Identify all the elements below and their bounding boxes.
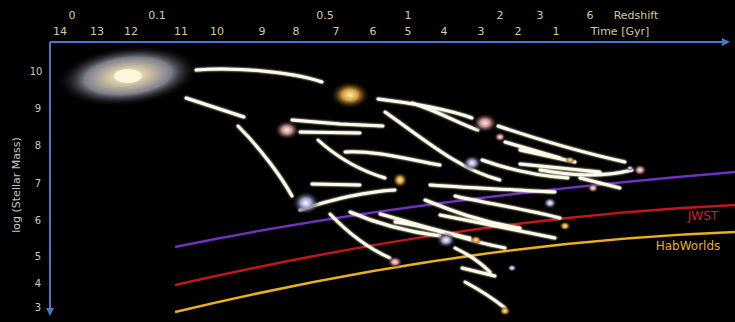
redshift-tick: 2 [497,10,504,21]
redshift-tick: 1 [405,10,412,21]
axis-title: Redshift [614,10,659,21]
time-tick: 11 [174,26,188,37]
time-tick: 2 [515,26,522,37]
axis-title: Time [Gyr] [591,26,650,37]
mass-tick: 9 [35,104,41,114]
mass-tick: 3 [35,303,41,313]
mass-tick: 4 [35,279,41,289]
redshift-tick: 6 [587,10,594,21]
time-tick: 14 [53,26,67,37]
mass-tick: 7 [35,179,41,189]
mass-tick: 6 [35,216,41,226]
time-tick: 13 [90,26,104,37]
mass-tick: 5 [35,252,41,262]
time-tick: 12 [124,26,138,37]
redshift-tick: 0 [69,10,76,21]
time-tick: 8 [293,26,300,37]
mass-tick: 10 [30,67,43,77]
time-tick: 6 [370,26,377,37]
time-tick: 7 [333,26,340,37]
redshift-tick: 0.5 [316,10,334,21]
time-tick: 10 [210,26,224,37]
axis-title: log (Stellar Mass) [11,137,22,232]
redshift-tick: 3 [537,10,544,21]
time-tick: 4 [441,26,448,37]
time-tick: 9 [259,26,266,37]
time-tick: 5 [405,26,412,37]
time-tick: 3 [478,26,485,37]
curve-label: JWST [688,210,718,222]
mass-tick: 8 [35,141,41,151]
curve-label: HabWorlds [656,240,721,252]
time-tick: 1 [553,26,560,37]
redshift-tick: 0.1 [148,10,166,21]
